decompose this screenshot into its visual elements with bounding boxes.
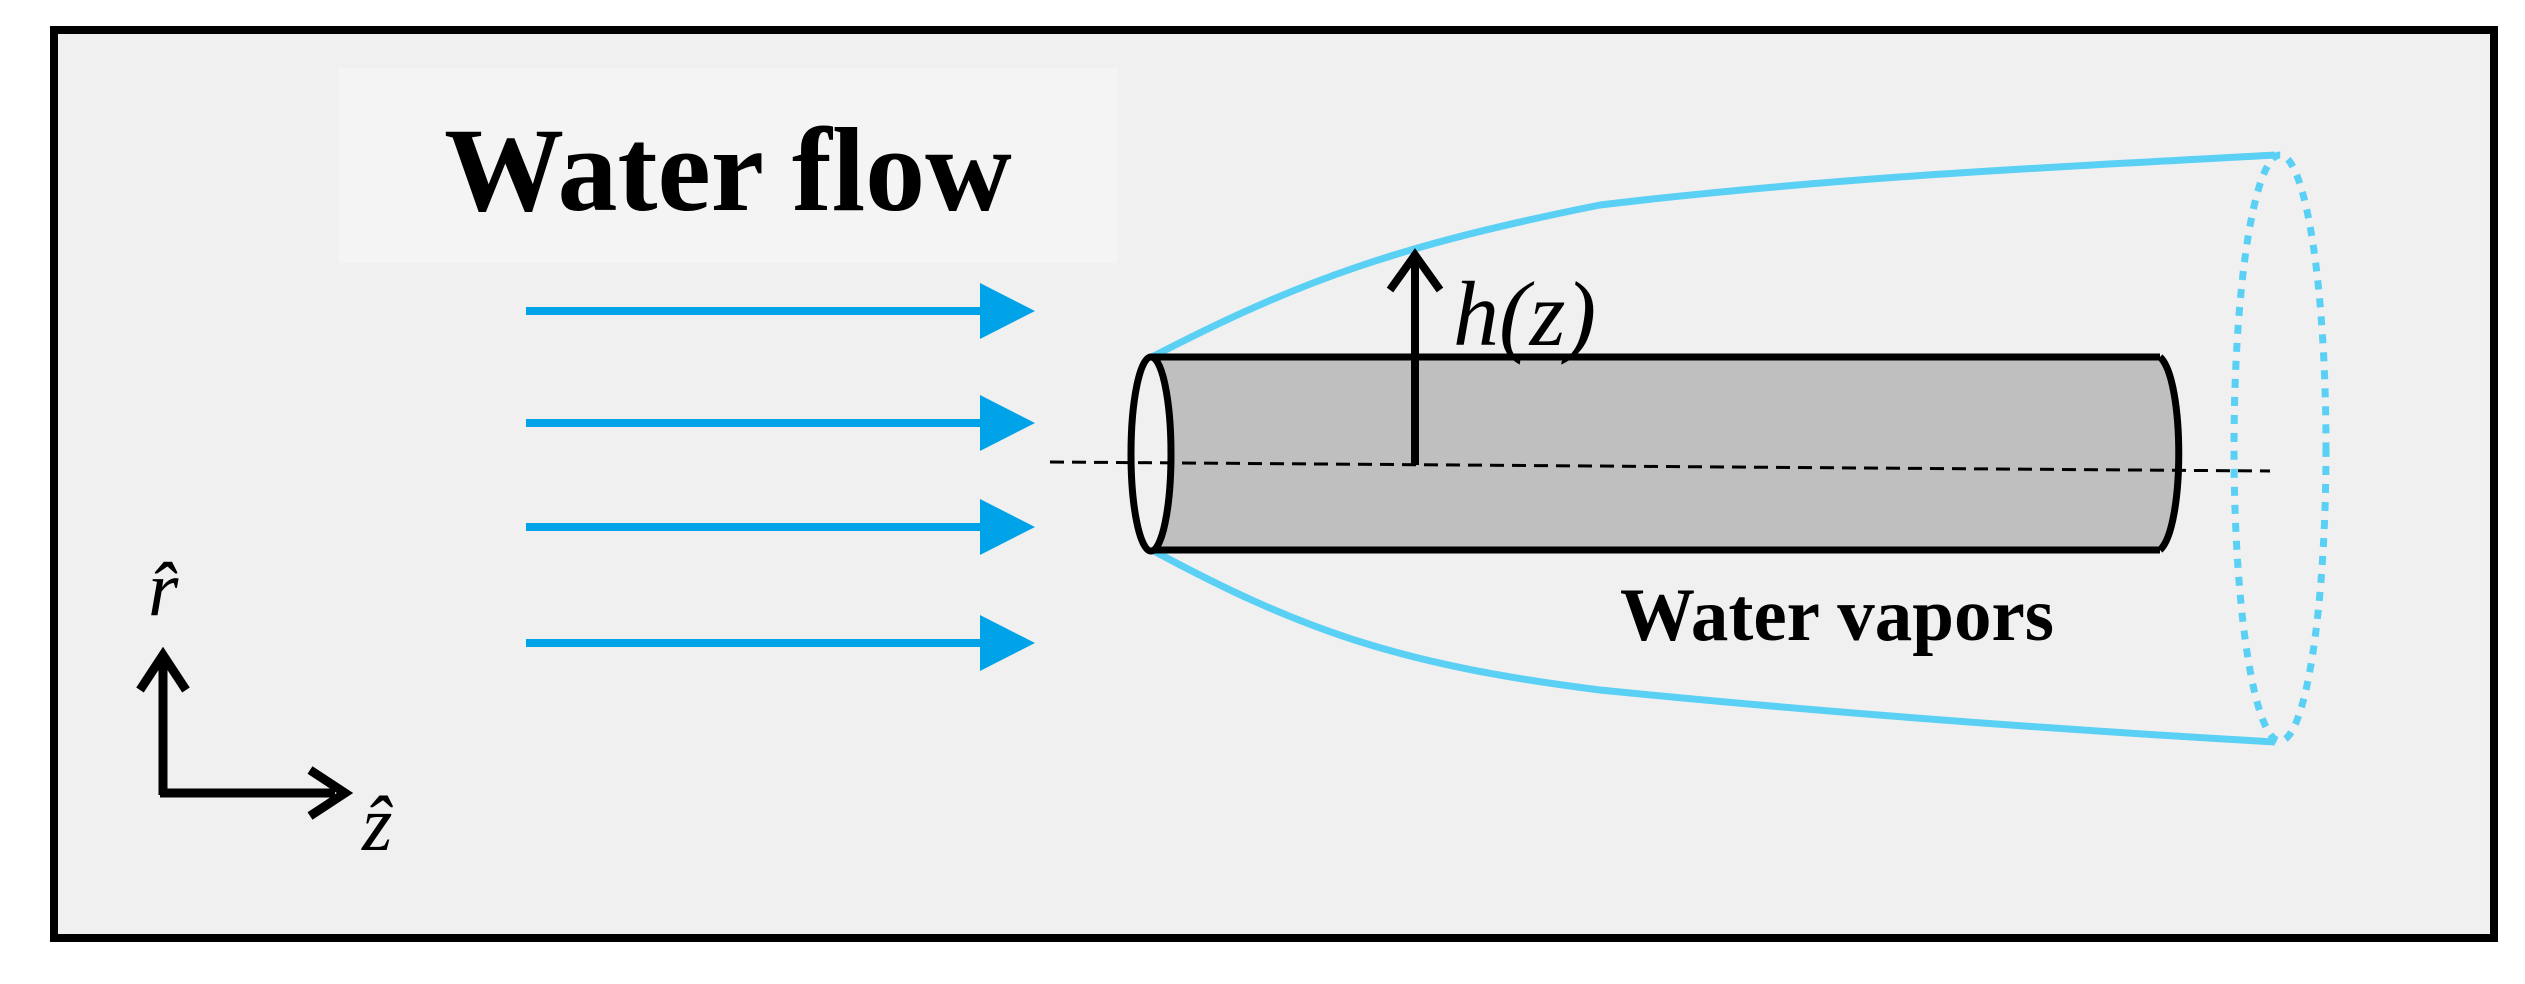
tube-body bbox=[1150, 357, 2160, 550]
vapor-label: Water vapors bbox=[1620, 574, 2054, 657]
flow-arrows bbox=[526, 283, 1035, 671]
coordinate-axes bbox=[136, 646, 354, 820]
title-text: Water flow bbox=[444, 103, 1012, 236]
axis-z-label: ẑ bbox=[361, 780, 393, 867]
axis-r-label: r̂ bbox=[148, 545, 179, 632]
vapor-envelope-upper bbox=[1148, 151, 2276, 362]
flow-arrow bbox=[526, 283, 1035, 339]
title-box bbox=[338, 68, 1118, 263]
flow-arrow bbox=[526, 499, 1035, 555]
tube-cylinder bbox=[1127, 353, 2183, 555]
height-arrow bbox=[1386, 248, 1444, 465]
vapor-envelope bbox=[1148, 151, 2330, 746]
height-label: h(z) bbox=[1453, 263, 1596, 365]
flow-arrow bbox=[526, 395, 1035, 451]
tube-end-right bbox=[2157, 354, 2183, 553]
vapor-envelope-end bbox=[2230, 151, 2330, 745]
center-axis bbox=[1049, 460, 2271, 473]
flow-arrow bbox=[526, 615, 1035, 671]
vapor-envelope-lower bbox=[1150, 546, 2276, 746]
tube-end-left bbox=[1127, 353, 1175, 555]
